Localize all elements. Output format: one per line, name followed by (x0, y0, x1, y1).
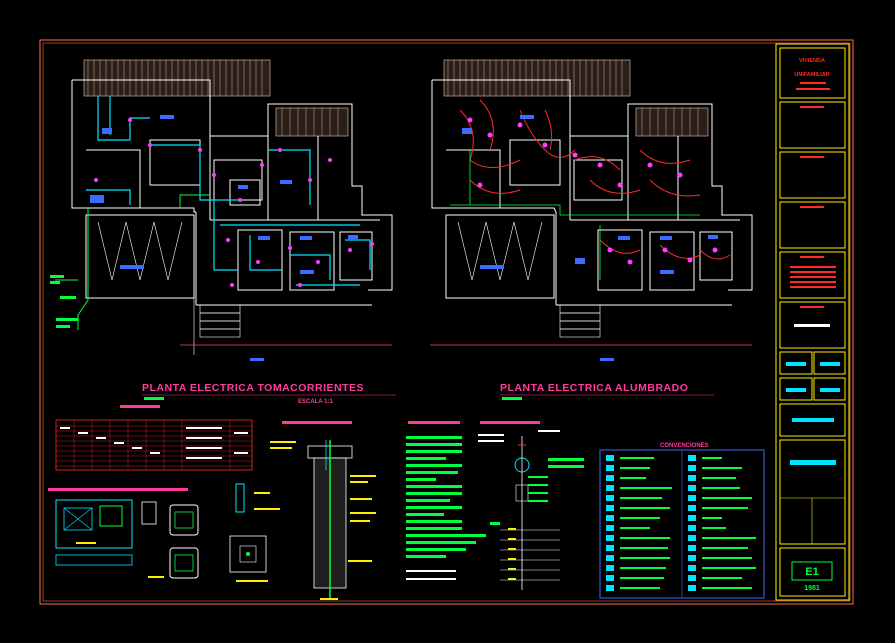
left-floor-plan (50, 59, 393, 361)
right-plan-title: PLANTA ELECTRICA ALUMBRADO (500, 382, 688, 394)
sheet-code: E1 (805, 566, 818, 578)
single-line-diagram (478, 421, 584, 590)
legend-block: CONVENCIONES (599, 443, 765, 599)
project-name-line1: VIVIENDA (799, 58, 825, 64)
legend-title: CONVENCIONES (660, 443, 709, 449)
left-plan-subtitle: ESCALA 1:1 (298, 399, 333, 405)
specs-block (406, 421, 486, 580)
project-name-line2: UNIFAMILIAR (794, 72, 829, 78)
right-floor-plan (430, 59, 753, 361)
sheet-border-inner (42, 42, 851, 602)
meter-detail (48, 488, 199, 579)
sheet-date: 1981 (804, 585, 820, 592)
left-plan-title: PLANTA ELECTRICA TOMACORRIENTES (142, 382, 364, 394)
title-block: VIVIENDA UNIFAMILIAR (775, 43, 850, 601)
sheet-border-outer (39, 39, 854, 605)
roof-hatch-left (83, 59, 271, 97)
ground-rod-detail (229, 421, 376, 600)
load-table (55, 405, 253, 471)
